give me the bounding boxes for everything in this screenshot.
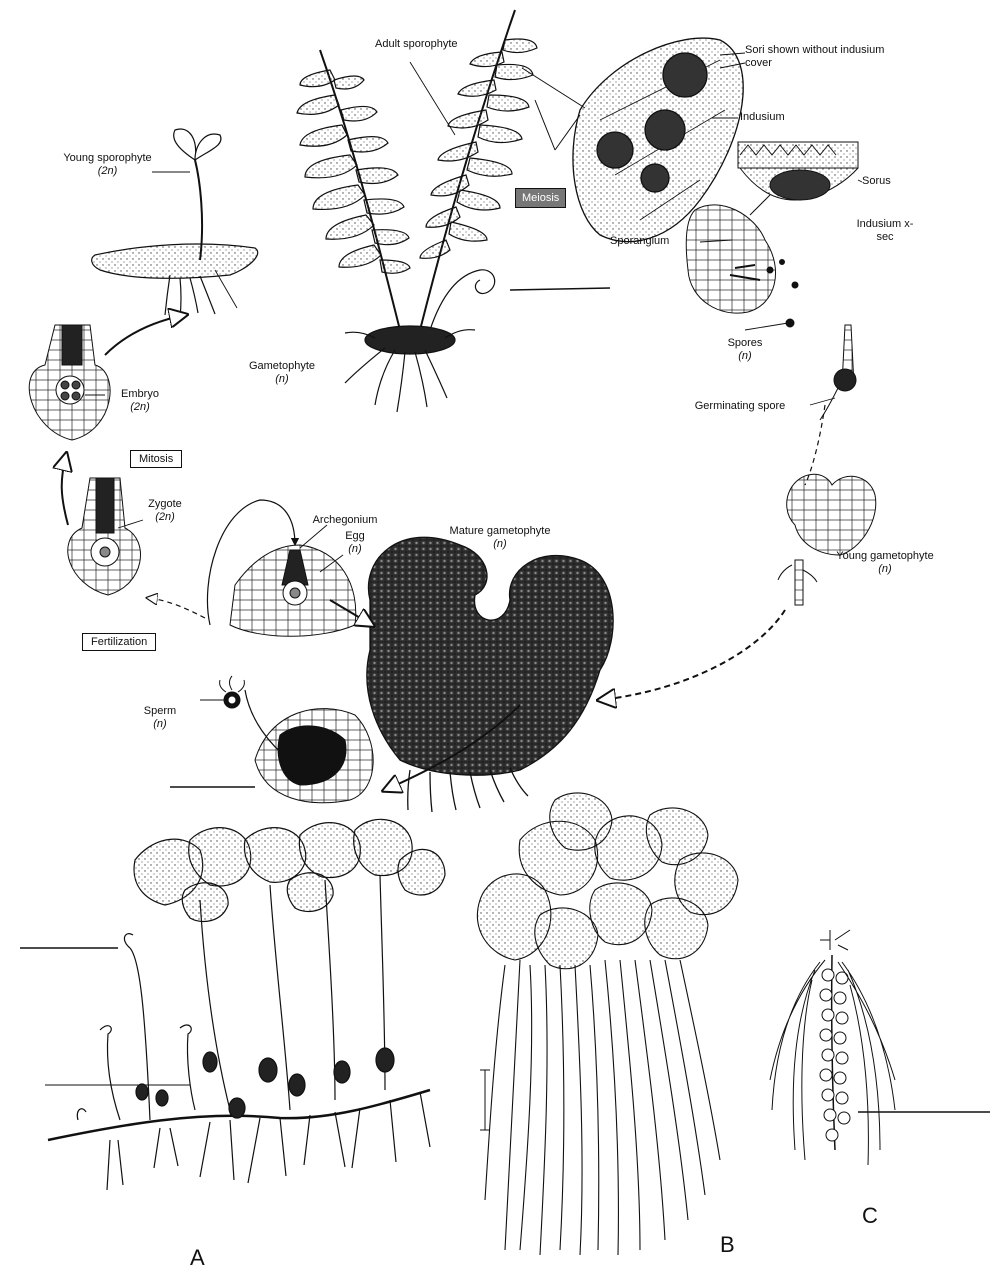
sori-label: Sori shown without indusium cover [745, 44, 895, 70]
embryo-ploidy: (2n) [105, 401, 175, 414]
zygote-label: Zygote (2n) [125, 498, 205, 524]
adult-sporophyte-drawing [297, 10, 537, 412]
embryo-drawing [29, 325, 110, 440]
indusium-label: Indusium [740, 111, 785, 124]
sporangium-drawing [686, 195, 798, 327]
sporangium-label: Sporangium [610, 235, 669, 248]
zygote-text: Zygote [148, 498, 182, 510]
egg-text: Egg [345, 530, 365, 542]
young-sporophyte-label: Young sporophyte (2n) [60, 152, 155, 178]
young-gametophyte-label: Young gametophyte (n) [835, 550, 935, 576]
antheridium-drawing [220, 676, 374, 803]
panel-a-drawing [20, 819, 445, 1190]
germinating-spore-label: Germinating spore [690, 400, 790, 413]
archegonium-label: Archegonium [295, 514, 395, 527]
fertilization-label: Fertilization [82, 633, 156, 651]
young-sporophyte-ploidy: (2n) [60, 165, 155, 178]
spores-ploidy: (n) [705, 350, 785, 363]
gametophyte-text: Gametophyte [249, 360, 315, 372]
sperm-ploidy: (n) [130, 718, 190, 731]
embryo-label: Embryo (2n) [105, 388, 175, 414]
young-gametophyte-ploidy: (n) [835, 563, 935, 576]
adult-sporophyte-label: Adult sporophyte [375, 38, 458, 51]
mature-gametophyte-ploidy: (n) [445, 538, 555, 551]
meiosis-label: Meiosis [515, 188, 566, 208]
indusium-xsec-label: Indusium x-sec [850, 218, 920, 244]
panel-a-label: A [190, 1245, 205, 1271]
mature-gametophyte-text: Mature gametophyte [450, 525, 551, 537]
young-gametophyte-text: Young gametophyte [836, 550, 933, 562]
zygote-drawing [68, 478, 141, 595]
young-gametophyte-drawing [778, 474, 876, 605]
panel-c-drawing [770, 930, 990, 1165]
panel-c-label: C [862, 1203, 878, 1229]
embryo-text: Embryo [121, 388, 159, 400]
panel-b-label: B [720, 1232, 735, 1258]
archegonium-drawing [230, 545, 356, 636]
sperm-label: Sperm (n) [130, 705, 190, 731]
gametophyte-label: Gametophyte (n) [237, 360, 327, 386]
gametophyte-ploidy: (n) [237, 373, 327, 386]
spores-label: Spores (n) [705, 337, 785, 363]
egg-ploidy: (n) [330, 543, 380, 556]
mitosis-label: Mitosis [130, 450, 182, 468]
mature-gametophyte-drawing [367, 537, 613, 812]
egg-label: Egg (n) [330, 530, 380, 556]
zygote-ploidy: (2n) [125, 511, 205, 524]
sorus-cross-section [738, 142, 858, 200]
spores-text: Spores [728, 337, 763, 349]
mature-gametophyte-label: Mature gametophyte (n) [445, 525, 555, 551]
young-sporophyte-text: Young sporophyte [63, 152, 151, 164]
panel-b-drawing [477, 793, 738, 1255]
sorus-label: Sorus [862, 175, 891, 188]
sperm-text: Sperm [144, 705, 176, 717]
